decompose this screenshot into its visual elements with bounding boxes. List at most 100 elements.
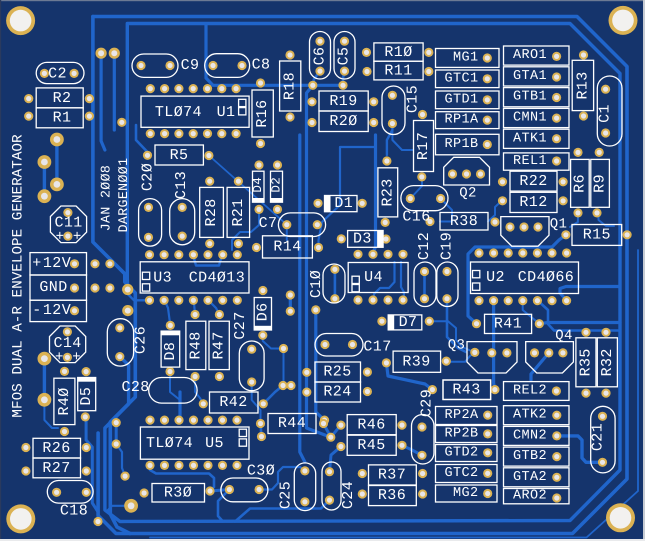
svg-text:Q4: Q4 (555, 328, 573, 344)
svg-text:Q3: Q3 (448, 338, 466, 354)
svg-text:R42: R42 (219, 394, 247, 411)
svg-text:C2: C2 (48, 65, 67, 82)
svg-text:C19: C19 (439, 232, 456, 260)
svg-text:RP1A: RP1A (444, 113, 479, 128)
svg-text:R43: R43 (452, 381, 480, 398)
svg-text:C5: C5 (335, 47, 352, 66)
svg-text:C28: C28 (121, 379, 149, 396)
svg-text:R19: R19 (329, 93, 357, 110)
svg-text:C3Ø: C3Ø (247, 463, 275, 480)
svg-text:R36: R36 (378, 487, 406, 504)
svg-text:R41: R41 (494, 316, 522, 333)
svg-text:GTC1: GTC1 (444, 71, 478, 86)
svg-text:C25: C25 (278, 481, 295, 509)
svg-text:R14: R14 (273, 239, 301, 256)
svg-text:R16: R16 (254, 99, 271, 127)
svg-text:R23: R23 (379, 178, 396, 206)
svg-text:R27: R27 (42, 460, 70, 477)
svg-text:R13: R13 (574, 71, 591, 99)
svg-text:R26: R26 (42, 440, 70, 457)
svg-text:R38: R38 (450, 213, 478, 230)
svg-text:+: + (32, 255, 41, 272)
svg-text:REL2: REL2 (513, 384, 547, 399)
svg-text:C29: C29 (419, 389, 436, 417)
svg-text:R32: R32 (599, 348, 616, 376)
svg-text:U3: U3 (153, 270, 172, 287)
svg-text:C9: C9 (181, 57, 200, 74)
svg-text:D3: D3 (353, 230, 372, 247)
svg-text:GTB1: GTB1 (513, 90, 547, 105)
svg-text:C13: C13 (173, 171, 190, 199)
svg-text:C18: C18 (60, 503, 88, 520)
svg-text:MG2: MG2 (453, 486, 479, 501)
svg-text:C16: C16 (402, 209, 430, 226)
svg-text:+: + (73, 229, 82, 245)
svg-text:12V: 12V (43, 302, 71, 319)
svg-text:R28: R28 (203, 198, 220, 226)
svg-text:D1: D1 (334, 195, 353, 212)
svg-text:R25: R25 (323, 364, 351, 381)
svg-text:CD4Ø66: CD4Ø66 (518, 269, 574, 286)
svg-text:C14: C14 (53, 335, 81, 352)
svg-text:RP2B: RP2B (444, 427, 478, 442)
svg-text:R4Ø: R4Ø (56, 387, 73, 415)
svg-text:R18: R18 (282, 72, 299, 100)
svg-text:C7: C7 (259, 215, 278, 232)
svg-text:R46: R46 (357, 416, 385, 433)
svg-text:R17: R17 (415, 132, 432, 160)
svg-text:RP2A: RP2A (444, 408, 479, 423)
svg-text:GTA1: GTA1 (513, 69, 547, 84)
svg-text:ATK1: ATK1 (513, 131, 547, 146)
svg-text:C17: C17 (363, 339, 391, 356)
svg-text:U2: U2 (486, 269, 505, 286)
svg-text:Q2: Q2 (459, 185, 477, 201)
svg-text:U1: U1 (217, 104, 236, 121)
svg-text:CMN2: CMN2 (513, 428, 547, 443)
svg-text:R1Ø: R1Ø (384, 44, 412, 61)
svg-text:RP1B: RP1B (444, 137, 478, 152)
svg-text:C27: C27 (232, 311, 249, 339)
svg-text:MFOS DUAL A-R ENVELOPE GENERAT: MFOS DUAL A-R ENVELOPE GENERATAOR (11, 134, 27, 418)
svg-text:C12: C12 (416, 232, 433, 260)
svg-text:GTD2: GTD2 (444, 446, 478, 461)
svg-text:GND: GND (39, 279, 67, 296)
svg-text:D7: D7 (399, 314, 418, 331)
svg-text:C1Ø: C1Ø (308, 270, 325, 298)
svg-text:D6: D6 (254, 302, 271, 321)
svg-text:REL1: REL1 (513, 154, 547, 169)
svg-text:C11: C11 (54, 215, 82, 232)
svg-text:R1: R1 (53, 109, 72, 126)
svg-text:TLØ74: TLØ74 (146, 435, 193, 452)
svg-text:C8: C8 (252, 56, 271, 73)
svg-text:CD4Ø13: CD4Ø13 (189, 270, 245, 287)
svg-text:ARO1: ARO1 (513, 48, 547, 63)
svg-text:Q1: Q1 (550, 217, 568, 233)
svg-text:R9: R9 (592, 174, 609, 193)
svg-text:R3Ø: R3Ø (164, 484, 192, 501)
svg-text:JAN 2ØØ8: JAN 2ØØ8 (99, 165, 114, 232)
svg-text:D2: D2 (270, 177, 284, 193)
svg-text:R44: R44 (278, 415, 306, 432)
svg-text:R24: R24 (323, 384, 351, 401)
svg-text:R48: R48 (187, 331, 204, 359)
svg-text:U5: U5 (205, 435, 224, 452)
svg-text:GTB2: GTB2 (513, 449, 547, 464)
svg-text:GTC2: GTC2 (444, 466, 478, 481)
svg-text:GTD1: GTD1 (444, 92, 478, 107)
svg-text:R37: R37 (378, 467, 406, 484)
svg-text:C6: C6 (312, 47, 329, 66)
svg-text:R45: R45 (357, 437, 385, 454)
svg-text:R47: R47 (211, 331, 228, 359)
svg-text:R11: R11 (384, 62, 412, 79)
svg-text:CMN1: CMN1 (513, 111, 547, 126)
svg-text:R21: R21 (230, 198, 247, 226)
svg-text:U4: U4 (364, 269, 383, 286)
svg-text:C2Ø: C2Ø (140, 163, 157, 191)
svg-text:D8: D8 (162, 342, 179, 361)
svg-text:R12: R12 (519, 194, 547, 211)
svg-text:R22: R22 (519, 173, 547, 190)
svg-text:R2: R2 (53, 90, 72, 107)
svg-text:-: - (32, 302, 41, 319)
svg-text:C15: C15 (405, 85, 422, 113)
svg-text:R35: R35 (578, 348, 595, 376)
